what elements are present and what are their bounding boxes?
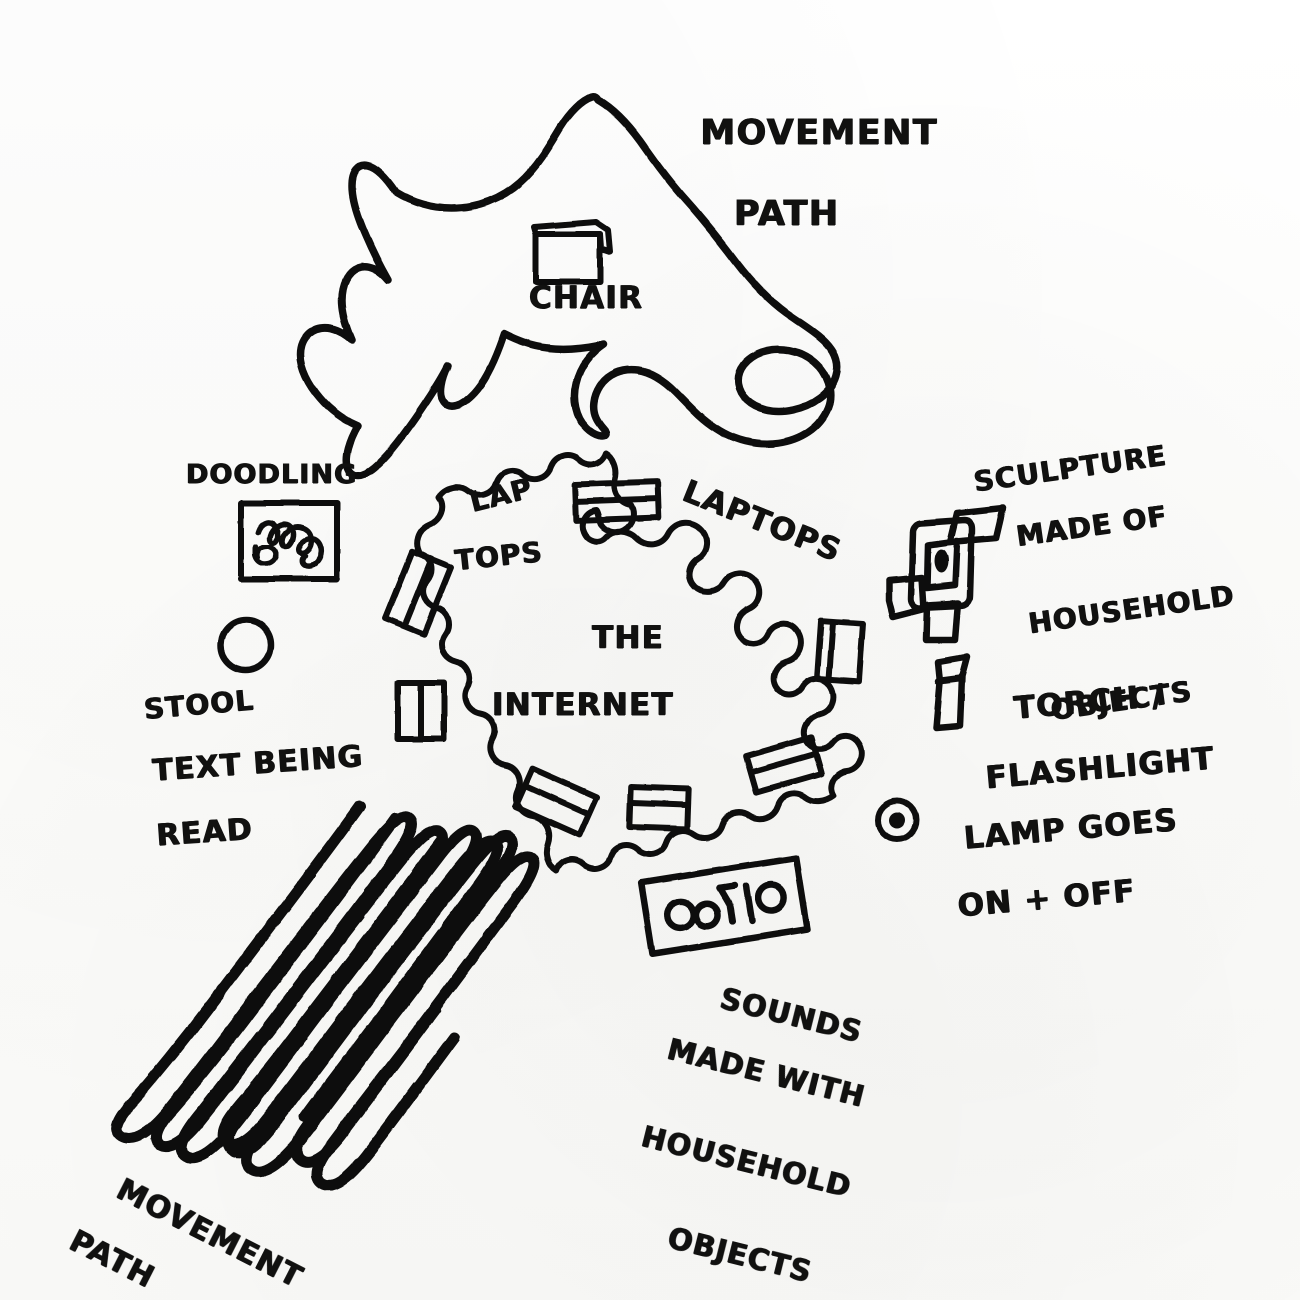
lamp-label: LAMP GOES ON + OFF bbox=[912, 773, 1191, 989]
sound-objects-box-icon bbox=[637, 854, 811, 958]
laptop-upper-left bbox=[382, 548, 454, 638]
the-internet-label: THE INTERNET bbox=[492, 591, 674, 785]
laptop-lower-left bbox=[512, 765, 600, 839]
serpentine-scribble-icon bbox=[111, 800, 540, 1192]
laptops-left-line2: TOPS bbox=[453, 534, 545, 577]
framed-scribble-icon bbox=[238, 500, 340, 582]
laptop-bottom bbox=[626, 784, 692, 832]
movement-path-top-line2: PATH bbox=[734, 194, 840, 235]
abstract-block-sculpture-icon bbox=[885, 504, 1007, 644]
chair-label: CHAIR bbox=[529, 280, 644, 316]
movement-path-top-label: MOVEMENT PATH bbox=[646, 80, 938, 304]
sculpture-line3: HOUSEHOLD bbox=[1026, 578, 1237, 641]
movement-path-loop-top bbox=[296, 93, 841, 480]
doodling-label: DOODLING bbox=[186, 459, 358, 490]
sounds-line1: SOUNDS bbox=[717, 980, 867, 1049]
text-being-read-line1: TEXT BEING bbox=[151, 738, 365, 789]
laptop-left bbox=[395, 680, 447, 742]
sounds-line3: HOUSEHOLD bbox=[638, 1119, 855, 1205]
the-internet-line1: THE bbox=[592, 619, 665, 656]
text-being-read-label: TEXT BEING READ bbox=[103, 711, 373, 916]
sounds-line4: OBJECTS bbox=[664, 1220, 816, 1290]
circle-stool-icon bbox=[217, 616, 275, 674]
laptop-right bbox=[814, 617, 866, 685]
lamp-line2: ON + OFF bbox=[956, 872, 1138, 925]
torch-line1: TORCH / bbox=[1012, 677, 1166, 727]
laptop-lower-right bbox=[743, 734, 825, 796]
sounds-line2: MADE WITH bbox=[664, 1031, 869, 1114]
chair-top-view-icon bbox=[531, 219, 613, 285]
laptop-top bbox=[572, 478, 662, 524]
concentric-lamp-icon bbox=[875, 798, 919, 842]
the-internet-line2: INTERNET bbox=[492, 686, 674, 723]
laptop-group bbox=[382, 478, 866, 839]
movement-path-top-line1: MOVEMENT bbox=[700, 112, 939, 153]
text-being-read-line2: READ bbox=[155, 811, 255, 854]
scalloped-cloud-icon bbox=[414, 450, 865, 874]
lamp-line1: LAMP GOES bbox=[962, 801, 1180, 857]
torch-flashlight-icon bbox=[932, 653, 971, 732]
laptops-left-line1: LAP bbox=[466, 470, 536, 519]
sculpture-line1: SCULPTURE bbox=[971, 438, 1169, 498]
sculpture-line2: MADE OF bbox=[1014, 498, 1170, 553]
